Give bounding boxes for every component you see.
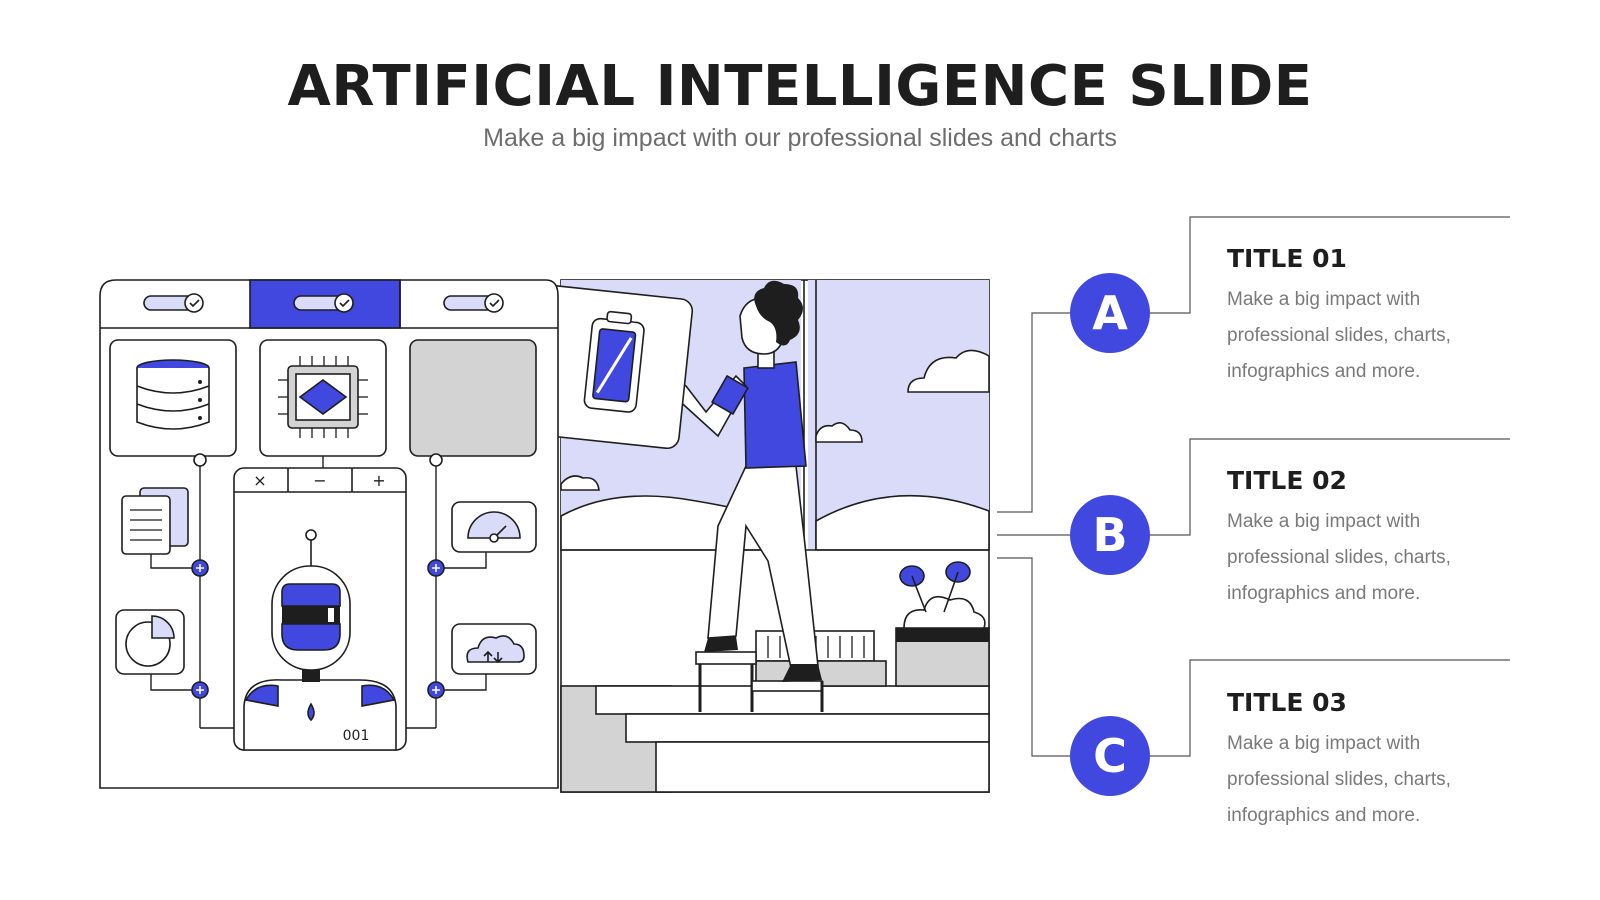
window-close-icon: × bbox=[253, 471, 266, 490]
battery-card bbox=[528, 284, 694, 450]
slide-subtitle: Make a big impact with our professional … bbox=[483, 124, 1117, 152]
badge-b: B bbox=[1070, 495, 1150, 575]
window-maximize-icon: + bbox=[372, 471, 385, 490]
window-minimize-icon: − bbox=[313, 471, 326, 490]
item-title-03: TITLE 03 bbox=[1227, 688, 1347, 717]
robot-label: 001 bbox=[343, 728, 370, 744]
item-description-02: Make a big impact with professional slid… bbox=[1227, 511, 1451, 604]
badge-a: A bbox=[1070, 273, 1150, 353]
slide-title: ARTIFICIAL INTELLIGENCE SLIDE bbox=[287, 54, 1313, 119]
dashboard-panel: × − + 001 bbox=[99, 279, 559, 789]
robot-icon: 001 bbox=[243, 529, 397, 751]
item-title-02: TITLE 02 bbox=[1227, 466, 1347, 495]
badge-c: C bbox=[1070, 716, 1150, 796]
ai-illustration: .o { fill: #fff; stroke: #1e1e1e; stroke… bbox=[99, 279, 990, 793]
item-description-03: Make a big impact with professional slid… bbox=[1227, 733, 1451, 826]
item-title-01: TITLE 01 bbox=[1227, 244, 1347, 273]
plus-nodes bbox=[191, 559, 445, 699]
item-description-01: Make a big impact with professional slid… bbox=[1227, 289, 1451, 382]
